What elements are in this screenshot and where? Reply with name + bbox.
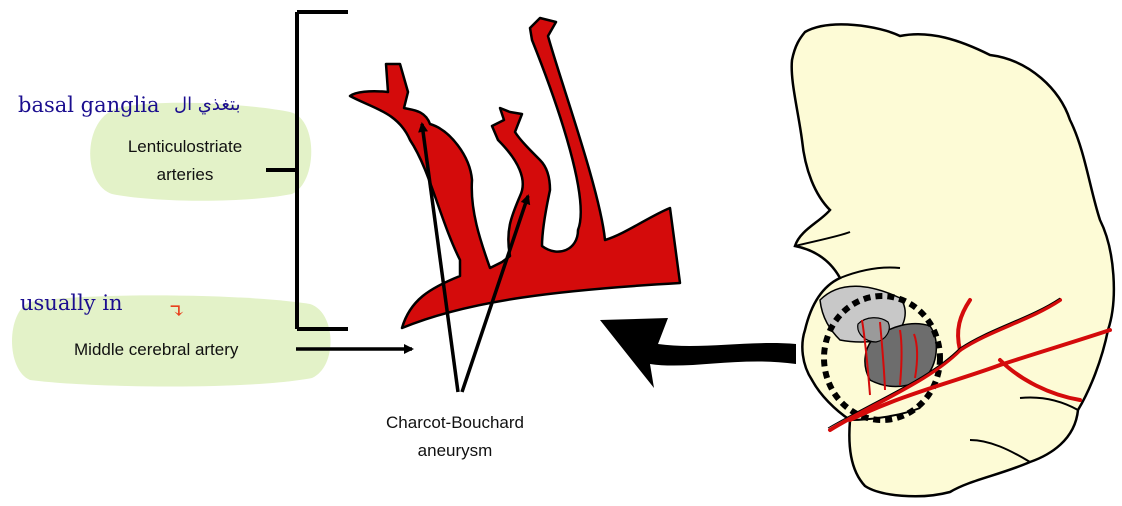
- middle-cerebral-label: Middle cerebral artery: [74, 340, 239, 359]
- charcot-label-line2: aneurysm: [418, 441, 493, 460]
- lenticulostriate-label-line2: arteries: [157, 165, 214, 184]
- basal-ganglia-arabic-annotation: بتغذي ال: [174, 94, 240, 115]
- charcot-label-line1: Charcot-Bouchard: [386, 413, 524, 432]
- lenticulostriate-label-line1: Lenticulostriate: [128, 137, 242, 156]
- down-arrow-icon: ↴: [168, 299, 186, 323]
- brain-section: [792, 24, 1114, 496]
- curved-arrow-icon: [600, 318, 796, 388]
- vessel-tree: [350, 18, 680, 328]
- basal-ganglia-annotation: basal ganglia: [18, 93, 160, 117]
- pointer-arrows: [296, 124, 528, 392]
- artery-diagram: [350, 18, 680, 328]
- usually-in-annotation: usually in: [20, 291, 123, 315]
